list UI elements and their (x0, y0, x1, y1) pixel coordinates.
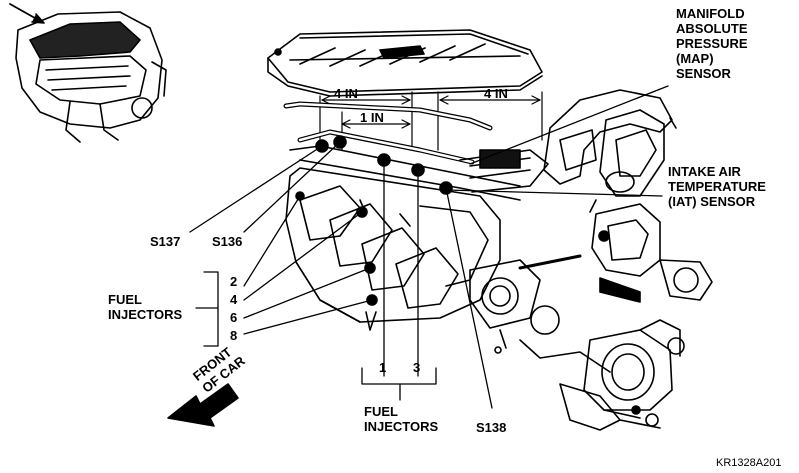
dimension-4in-left: 4 IN (334, 86, 358, 101)
map-sensor-label-line: ABSOLUTE (676, 21, 748, 36)
fuel-injectors-bottom-label: FUEL INJECTORS (364, 404, 438, 434)
throttle-body-assembly (469, 254, 611, 373)
map-sensor-label-line: MANIFOLD (676, 6, 745, 21)
fuel-injectors-left-line: FUEL (108, 292, 142, 307)
dimension-4in-right: 4 IN (484, 86, 508, 101)
map-sensor-label-line: (MAP) (676, 51, 714, 66)
iat-sensor-label: INTAKE AIR TEMPERATURE (IAT) SENSOR (668, 164, 766, 209)
fuel-injectors-bottom-line: INJECTORS (364, 419, 439, 434)
fuel-injectors-left-line: INJECTORS (108, 307, 183, 322)
throttle-lower (559, 319, 685, 431)
lower-intake-manifold (285, 167, 501, 331)
fuel-injectors-bottom-line: FUEL (364, 404, 398, 419)
splice-s136-label: S136 (212, 234, 243, 249)
map-sensor-bracket (543, 89, 677, 197)
intake-plenum (267, 29, 543, 97)
splice-s138-label: S138 (476, 420, 507, 435)
injector-number-8: 8 (230, 328, 238, 343)
dimension-1in: 1 IN (360, 110, 384, 125)
splice-s137-label: S137 (150, 234, 181, 249)
fuel-rail-harness (283, 101, 549, 201)
iat-sensor-assembly (589, 199, 713, 303)
iat-sensor-label-line: INTAKE AIR (668, 164, 741, 179)
engine-overview-thumbnail (9, 3, 167, 143)
iat-sensor-label-line: TEMPERATURE (668, 179, 766, 194)
fuel-injectors-left-label: FUEL INJECTORS (108, 292, 182, 322)
dimension-lines (319, 91, 543, 151)
front-of-car-arrow-icon (167, 383, 239, 427)
injector-number-1: 1 (379, 360, 387, 375)
figure-code: KR1328A201 (716, 457, 782, 469)
iat-sensor-label-line: (IAT) SENSOR (668, 194, 756, 209)
map-sensor-label-line: SENSOR (676, 66, 731, 81)
injector-number-4: 4 (230, 292, 238, 307)
injector-number-6: 6 (230, 310, 238, 325)
injector-number-3: 3 (413, 360, 421, 375)
leader-lines (189, 85, 669, 409)
map-sensor-label-line: PRESSURE (676, 36, 748, 51)
map-sensor-label: MANIFOLD ABSOLUTE PRESSURE (MAP) SENSOR (676, 6, 748, 81)
injector-number-2: 2 (230, 274, 238, 289)
